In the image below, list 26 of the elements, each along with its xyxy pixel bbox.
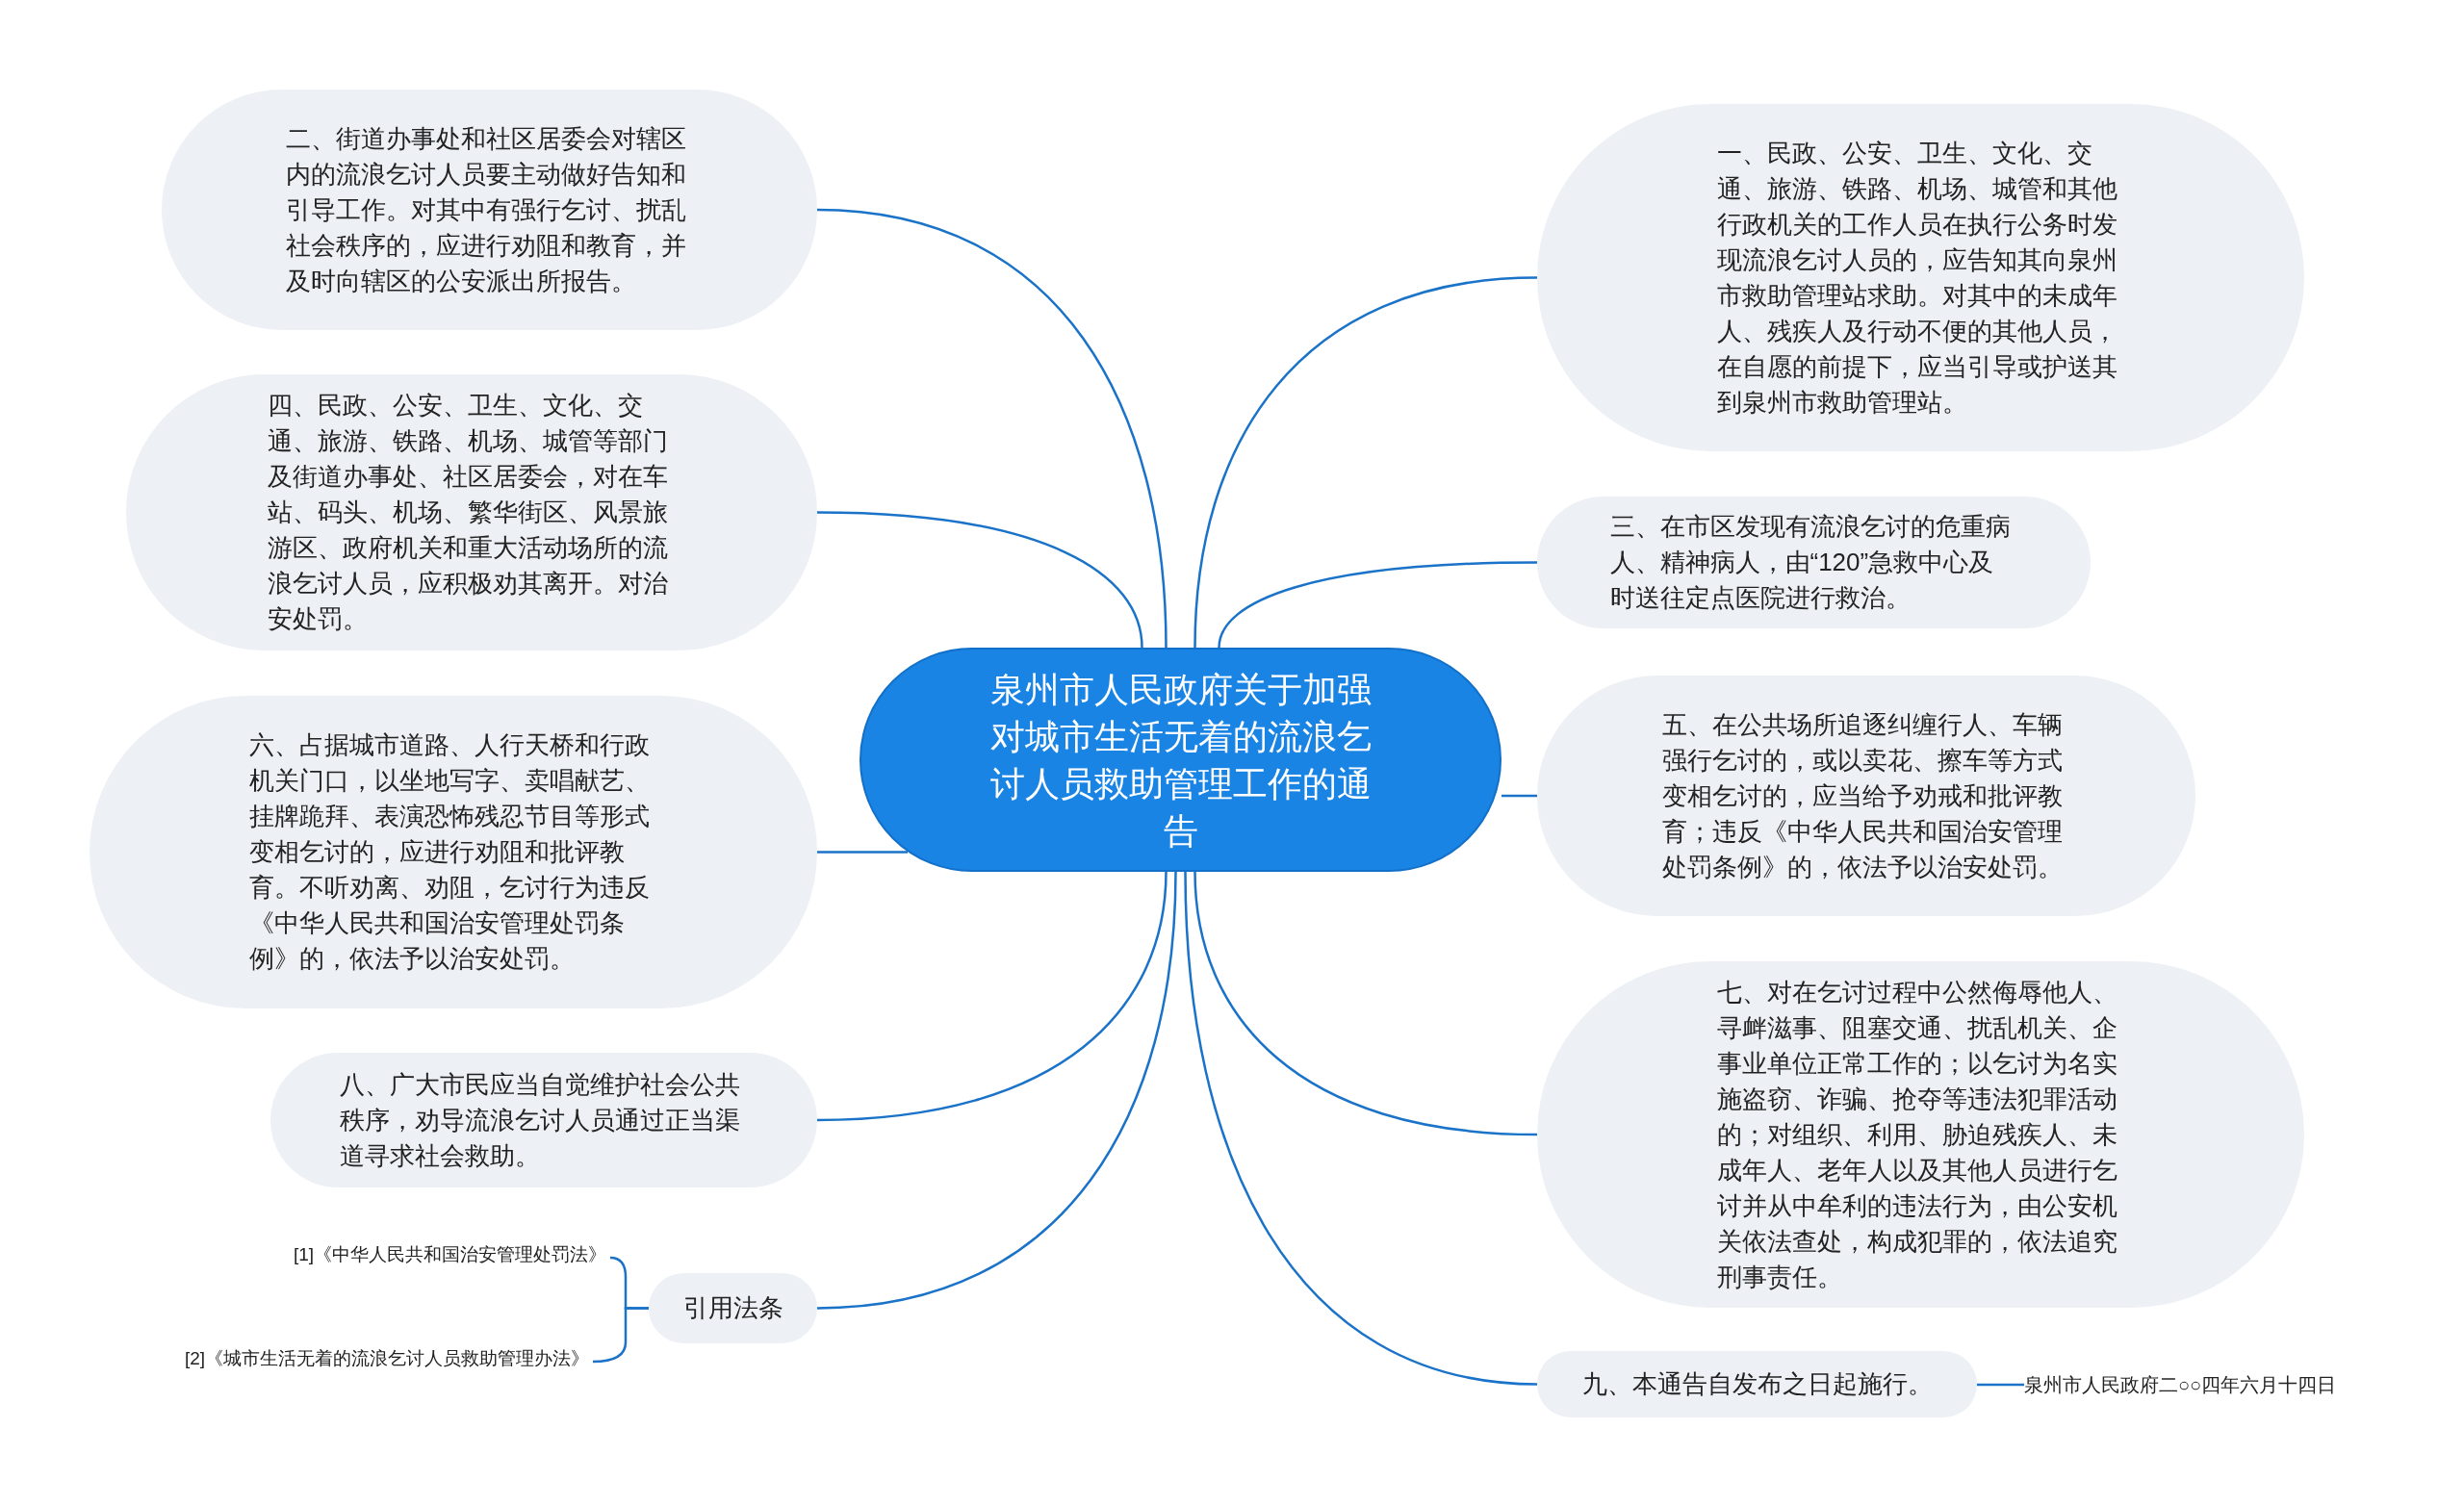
connector-line xyxy=(1218,561,1537,649)
connector-line xyxy=(816,511,1143,649)
connector-line xyxy=(816,871,1168,1122)
connector-line xyxy=(1977,1383,2024,1387)
signature-text: 泉州市人民政府二○○四年六月十四日 xyxy=(2024,1369,2380,1400)
topic-bubble: 三、在市区发现有流浪乞讨的危重病人、精神病人，由“120”急救中心及时送往定点医院进行救治。 xyxy=(1537,497,2091,628)
topic-bubble: 引用法条 xyxy=(649,1273,817,1343)
topic-bubble: 二、街道办事处和社区居委会对辖区内的流浪乞讨人员要主动做好告知和引导工作。对其中有强行乞讨、扰乱社会秩序的，应进行劝阻和教育，并及时向辖区的公安派出所报告。 xyxy=(162,89,817,330)
connector-line xyxy=(1194,276,1538,649)
topic-bubble: 一、民政、公安、卫生、文化、交通、旅游、铁路、机场、城管和其他行政机关的工作人员在执行公务时发现流浪乞讨人员的，应告知其向泉州市救助管理站求助。对其中的未成年人、残疾人及行动不便的其他人员，在自愿的前提下，应当引导或护送其到泉州市救助管理站。 xyxy=(1537,104,2304,451)
connector-line xyxy=(1194,871,1538,1136)
topic-bubble: 五、在公共场所追逐纠缠行人、车辆强行乞讨的，或以卖花、擦车等方式变相乞讨的，应当给予劝戒和批评教育；违反《中华人民共和国治安管理处罚条例》的，依法予以治安处罚。 xyxy=(1537,676,2195,916)
topic-bubble: 七、对在乞讨过程中公然侮辱他人、寻衅滋事、阻塞交通、扰乱机关、企事业单位正常工作的；以乞讨为名实施盗窃、诈骗、抢夺等违法犯罪活动的；对组织、利用、胁迫残疾人、未成年人、老年人以及其他人员进行乞讨并从中牟利的违法行为，由公安机关依法查处，构成犯罪的，依法追究刑事责任。 xyxy=(1537,961,2304,1308)
connector-line xyxy=(1184,871,1538,1386)
citation-text: [1]《中华人民共和国治安管理处罚法》 xyxy=(212,1241,606,1274)
topic-bubble: 九、本通告自发布之日起施行。 xyxy=(1537,1351,1977,1417)
topic-bubble: 八、广大市民应当自觉维护社会公共秩序，劝导流浪乞讨人员通过正当渠道寻求社会救助。 xyxy=(270,1053,817,1187)
topic-bubble: 六、占据城市道路、人行天桥和行政机关门口，以坐地写字、卖唱献艺、挂牌跪拜、表演恐怖残忍节目等形式变相乞讨的，应进行劝阻和批评教育。不听劝离、劝阻，乞讨行为违反《中华人民共和国治安管理处罚条例》的，依法予以治安处罚。 xyxy=(90,696,817,1008)
connector-line xyxy=(817,851,908,854)
citation-text: [2]《城市生活无着的流浪乞讨人员救助管理办法》 xyxy=(179,1345,589,1403)
connector-line xyxy=(816,871,1177,1310)
connector-line xyxy=(1502,794,1537,798)
central-topic: 泉州市人民政府关于加强对城市生活无着的流浪乞讨人员救助管理工作的通告 xyxy=(860,648,1502,872)
connector-line xyxy=(816,208,1168,649)
connector-line xyxy=(592,1307,649,1364)
topic-bubble: 四、民政、公安、卫生、文化、交通、旅游、铁路、机场、城管等部门及街道办事处、社区居委会，对在车站、码头、机场、繁华街区、风景旅游区、政府机关和重大活动场所的流浪乞讨人员，应积极劝其离开。对治安处罚。 xyxy=(126,374,817,650)
